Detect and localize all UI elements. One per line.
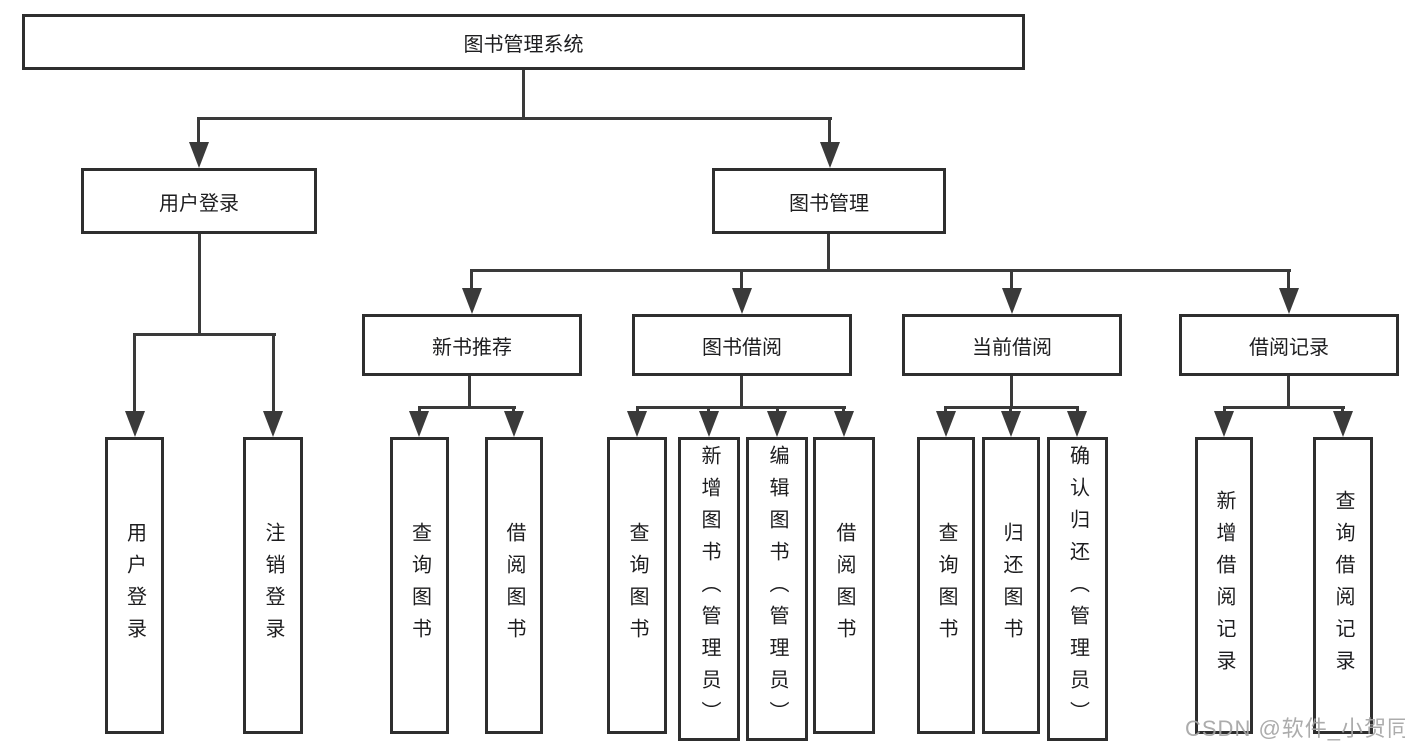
connector-records-rail [1223,406,1345,409]
arrowhead-current [1002,288,1022,314]
arrowhead-rec-add [1214,411,1234,437]
connector-new-books-rail [418,406,516,409]
connector-book-mgmt-stem [827,234,830,271]
connector-records-stem [1287,376,1290,408]
leaf-logout: 注销登录 [243,437,303,734]
node-book-management-label: 图书管理 [789,192,869,215]
node-book-borrowing-label: 图书借阅 [702,336,782,359]
node-user-login-label: 用户登录 [159,192,239,215]
arrowhead-borrowing [732,288,752,314]
arrowhead-login [125,411,145,437]
connector-borrowing-rail [636,406,846,409]
connector-drop-new-books [470,269,473,294]
leaf-cb-confirm-return-admin: 确认归还（管理员） [1047,437,1108,741]
leaf-rec-add-record-label: 新增借阅记录 [1213,489,1235,682]
connector-user-login-stem [198,234,201,335]
arrowhead-nb-search [409,411,429,437]
arrowhead-records [1279,288,1299,314]
leaf-bb-add-books-admin-label: 新增图书（管理员） [698,445,720,733]
arrowhead-bb-borrow [834,411,854,437]
node-book-borrowing: 图书借阅 [632,314,852,376]
leaf-user-login-label: 用户登录 [123,521,146,650]
connector-drop-records [1287,269,1290,294]
connector-drop-current [1010,269,1013,294]
node-borrowing-records: 借阅记录 [1179,314,1399,376]
leaf-bb-edit-books-admin-label: 编辑图书（管理员） [766,445,788,733]
leaf-cb-search-books-label: 查询图书 [935,521,957,650]
arrowhead-new-books [462,288,482,314]
leaf-bb-search-books: 查询图书 [607,437,667,734]
arrowhead-cb-return [1001,411,1021,437]
arrowhead-logout [263,411,283,437]
node-current-borrowing-label: 当前借阅 [972,336,1052,359]
leaf-nb-search-books-label: 查询图书 [408,521,431,650]
arrowhead-bb-search [627,411,647,437]
arrowhead-nb-borrow [504,411,524,437]
leaf-bb-borrow-books: 借阅图书 [813,437,875,734]
arrowhead-book-mgmt [820,142,840,168]
node-root: 图书管理系统 [22,14,1025,70]
node-new-book-recommend-label: 新书推荐 [432,336,512,359]
connector-root-stem [522,70,525,118]
connector-drop-user-login [197,117,200,147]
node-root-label: 图书管理系统 [463,33,584,56]
connector-drop-borrowing [740,269,743,294]
arrowhead-bb-add [699,411,719,437]
leaf-cb-return-books: 归还图书 [982,437,1040,734]
arrowhead-cb-confirm [1067,411,1087,437]
leaf-rec-add-record: 新增借阅记录 [1195,437,1253,734]
leaf-rec-search-record-label: 查询借阅记录 [1332,489,1354,682]
leaf-bb-add-books-admin: 新增图书（管理员） [678,437,740,741]
connector-level2-rail [197,117,832,120]
connector-new-books-stem [468,376,471,408]
leaf-logout-label: 注销登录 [262,521,284,650]
leaf-nb-borrow-books-label: 借阅图书 [503,521,525,650]
leaf-nb-borrow-books: 借阅图书 [485,437,543,734]
leaf-cb-search-books: 查询图书 [917,437,975,734]
node-new-book-recommend: 新书推荐 [362,314,582,376]
connector-drop-logout [272,333,275,418]
leaf-bb-search-books-label: 查询图书 [626,521,648,650]
leaf-bb-edit-books-admin: 编辑图书（管理员） [746,437,808,741]
csdn-watermark: CSDN @软件_小贺同学 [1185,716,1405,741]
leaf-user-login: 用户登录 [105,437,164,734]
leaf-rec-search-record: 查询借阅记录 [1313,437,1373,734]
node-user-login: 用户登录 [81,168,317,234]
arrowhead-user-login [189,142,209,168]
connector-user-login-rail [133,333,276,336]
node-borrowing-records-label: 借阅记录 [1249,336,1329,359]
connector-drop-login [133,333,136,418]
leaf-cb-return-books-label: 归还图书 [1000,521,1022,650]
arrowhead-bb-edit [767,411,787,437]
leaf-nb-search-books: 查询图书 [390,437,449,734]
leaf-cb-confirm-return-admin-label: 确认归还（管理员） [1066,445,1089,733]
connector-drop-book-mgmt [828,117,831,147]
arrowhead-rec-search [1333,411,1353,437]
node-book-management: 图书管理 [712,168,946,234]
arrowhead-cb-search [936,411,956,437]
connector-borrowing-stem [740,376,743,408]
node-current-borrowing: 当前借阅 [902,314,1122,376]
connector-current-stem [1010,376,1013,408]
leaf-bb-borrow-books-label: 借阅图书 [833,521,855,650]
connector-level3-rail [471,269,1291,272]
